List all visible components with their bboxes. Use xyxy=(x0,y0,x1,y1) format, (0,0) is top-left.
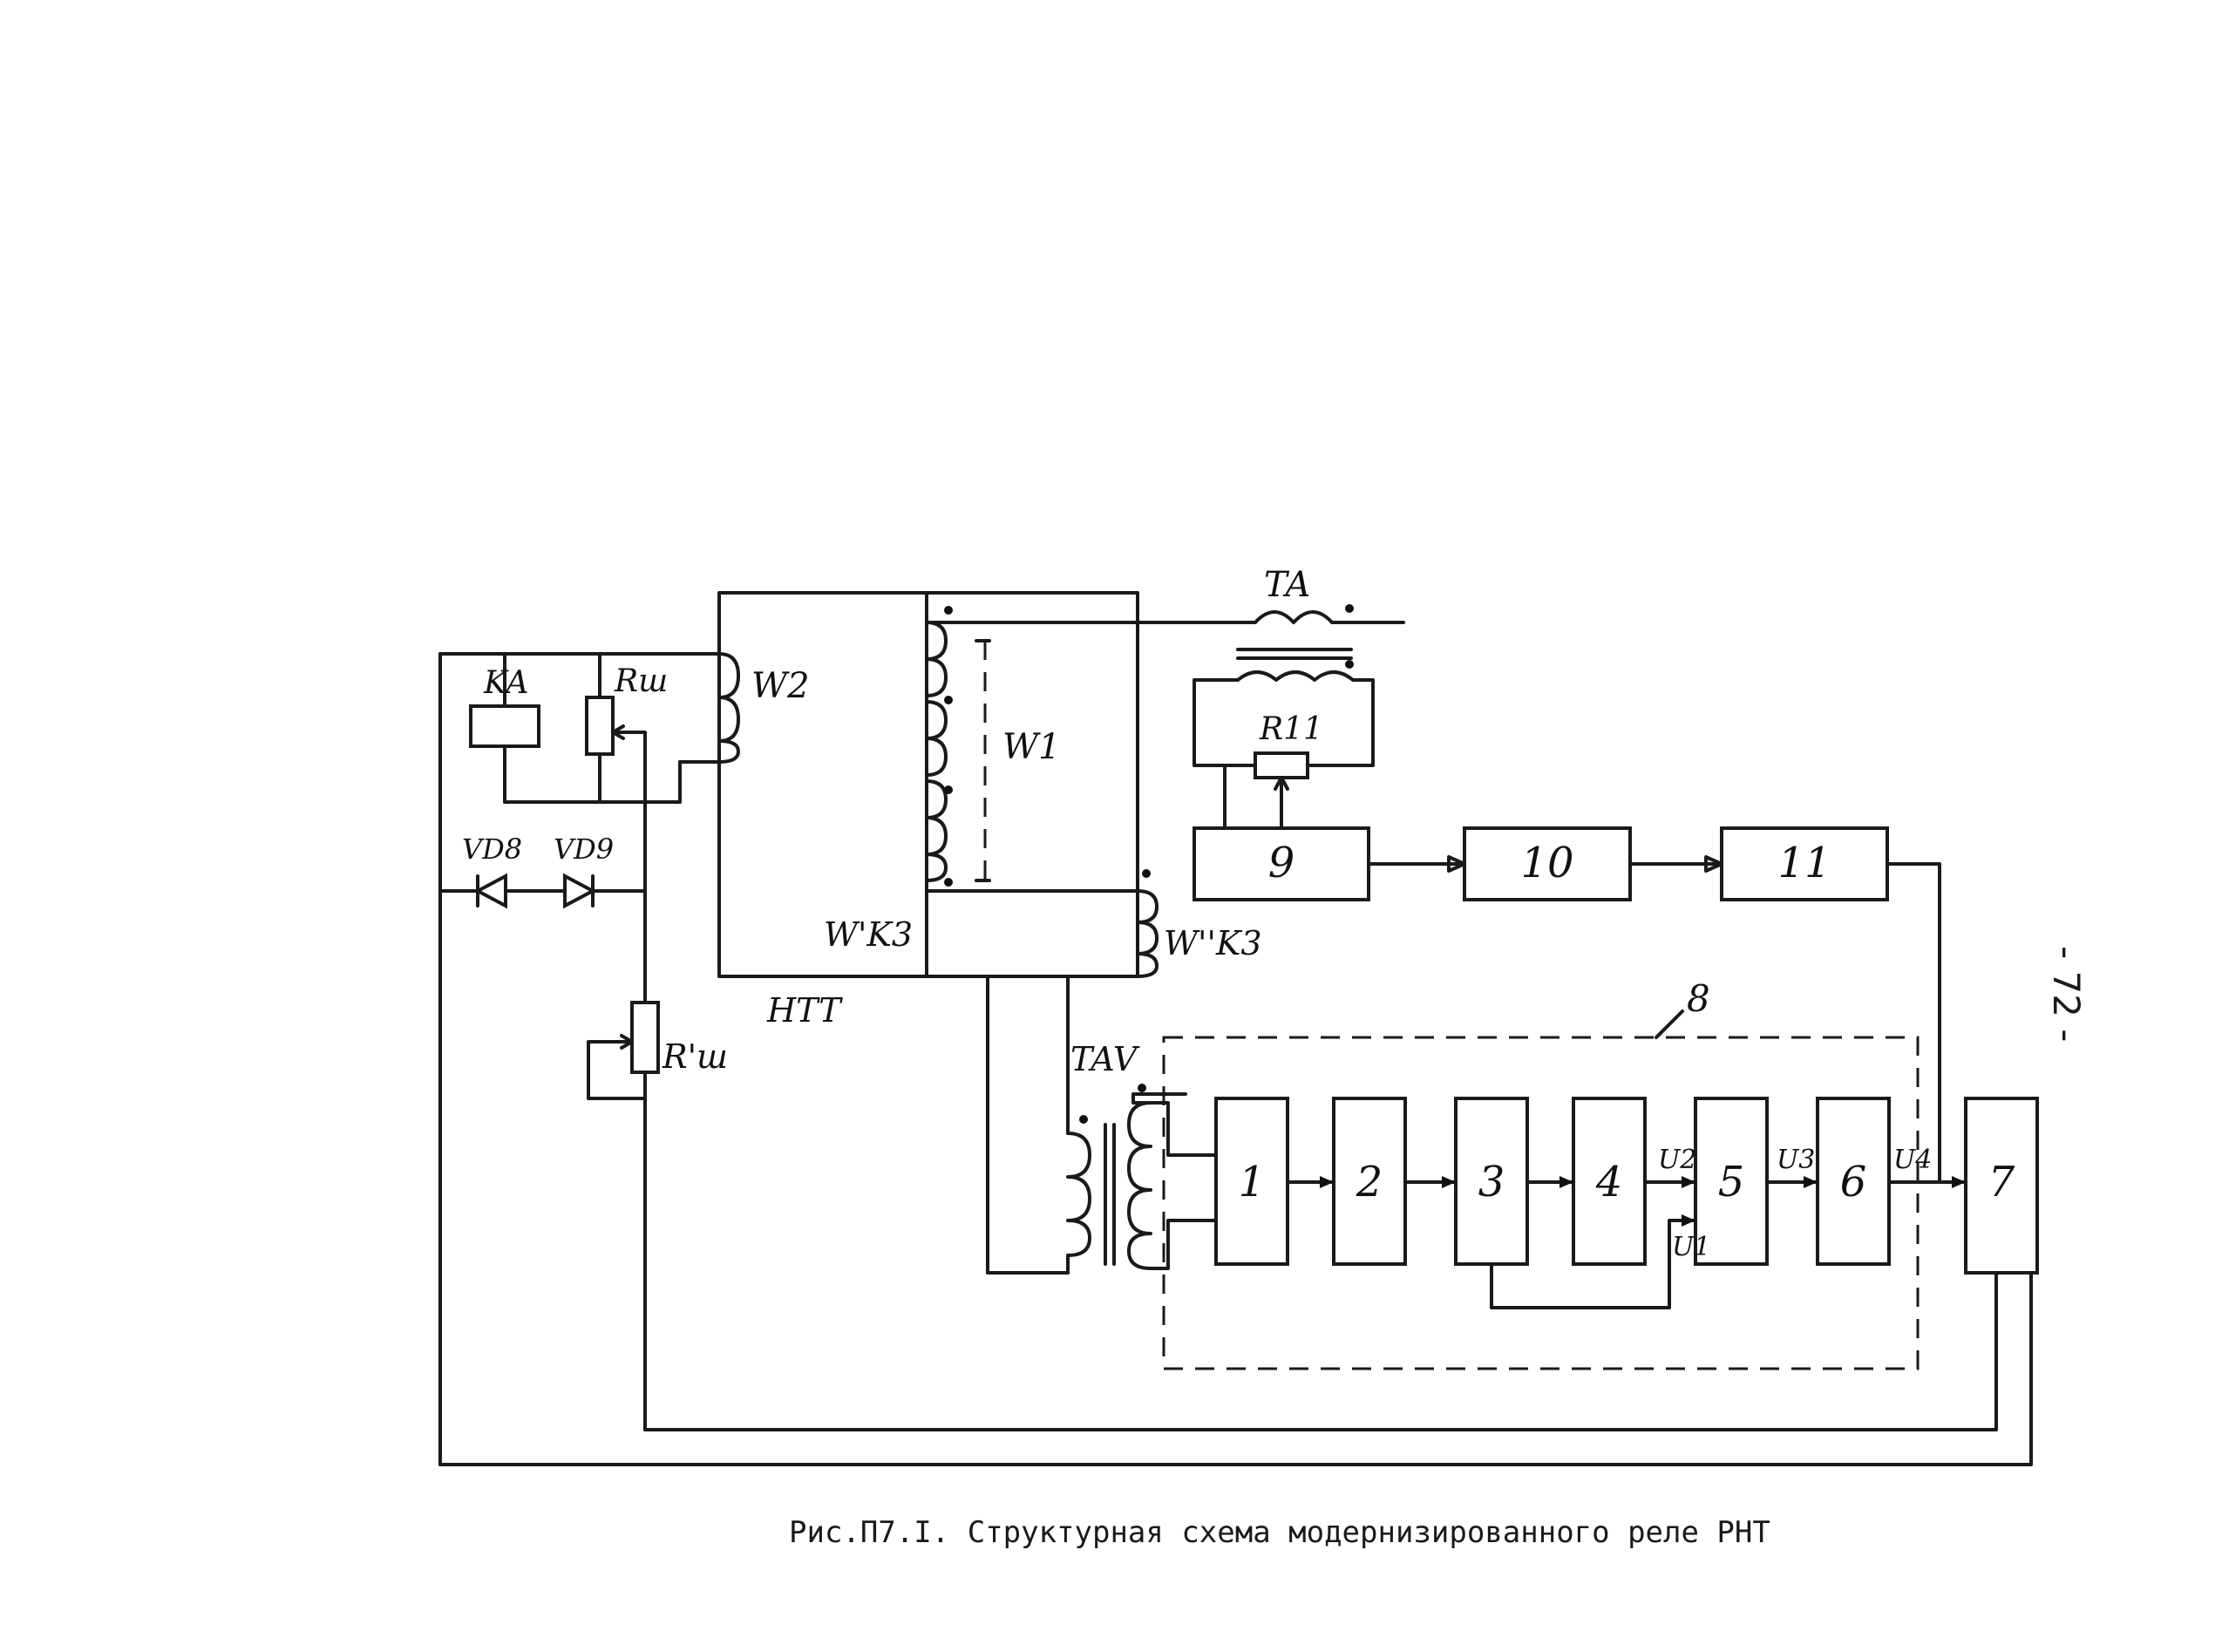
ta-label: TA xyxy=(1264,565,1310,605)
block-3-label: 3 xyxy=(1478,1158,1505,1207)
wk3-prime-label: W'K3 xyxy=(824,915,913,954)
block-11 xyxy=(1720,826,1889,901)
page-number: - 72 - xyxy=(2045,946,2088,1043)
r-sh-prime-resistor xyxy=(630,1001,660,1074)
block-2-label: 2 xyxy=(1356,1158,1383,1207)
tav-secondary-winding xyxy=(1127,1084,1152,1270)
vd9-label: VD9 xyxy=(554,833,614,866)
block-6-label: 6 xyxy=(1840,1158,1867,1207)
group-8-label: 8 xyxy=(1687,977,1710,1020)
tav-label: TAV xyxy=(1070,1040,1140,1078)
block-7 xyxy=(1964,1097,2039,1275)
block-10 xyxy=(1463,826,1632,901)
htt-label: HTT xyxy=(766,991,843,1030)
block-2 xyxy=(1332,1097,1407,1266)
w1-label: W1 xyxy=(1002,727,1061,767)
block-5-label: 5 xyxy=(1718,1158,1745,1207)
wk3-dprime-winding xyxy=(1136,869,1159,978)
block-9-label: 9 xyxy=(1268,839,1295,887)
block-1-label: 1 xyxy=(1239,1158,1266,1207)
u2-label: U2 xyxy=(1658,1145,1696,1175)
u4-label: U4 xyxy=(1893,1145,1932,1175)
block-9 xyxy=(1193,826,1370,901)
block-chain-arrows xyxy=(1286,1176,1967,1309)
w1-winding xyxy=(925,606,991,887)
block-10-label: 10 xyxy=(1520,839,1573,887)
r-sh-resistor xyxy=(585,696,615,756)
w2-label: W2 xyxy=(751,666,810,706)
group-8-boundary xyxy=(1162,1036,1920,1370)
w2-winding xyxy=(717,652,740,764)
u1-label: U1 xyxy=(1672,1232,1710,1262)
r11-resistor xyxy=(1254,751,1309,779)
vd8-label: VD8 xyxy=(462,833,522,866)
block-11-label: 11 xyxy=(1777,839,1831,887)
block-4-label: 4 xyxy=(1595,1158,1623,1207)
vd9-diode xyxy=(563,873,597,909)
u3-label: U3 xyxy=(1777,1145,1815,1175)
r11-label: R11 xyxy=(1259,711,1323,747)
r-sh-prime-label: R'ш xyxy=(662,1037,728,1076)
tav-primary-winding xyxy=(1066,1115,1091,1257)
vd8-diode xyxy=(473,873,507,909)
r-sh-label: Rш xyxy=(614,663,668,699)
wk3-dprime-label: W''K3 xyxy=(1164,924,1262,962)
block-7-label: 7 xyxy=(1988,1158,2015,1207)
figure-caption: Рис.П7.I. Структурная схема модернизиров… xyxy=(789,1515,1770,1550)
ka-relay xyxy=(469,704,540,748)
ka-label: KA xyxy=(483,665,528,701)
